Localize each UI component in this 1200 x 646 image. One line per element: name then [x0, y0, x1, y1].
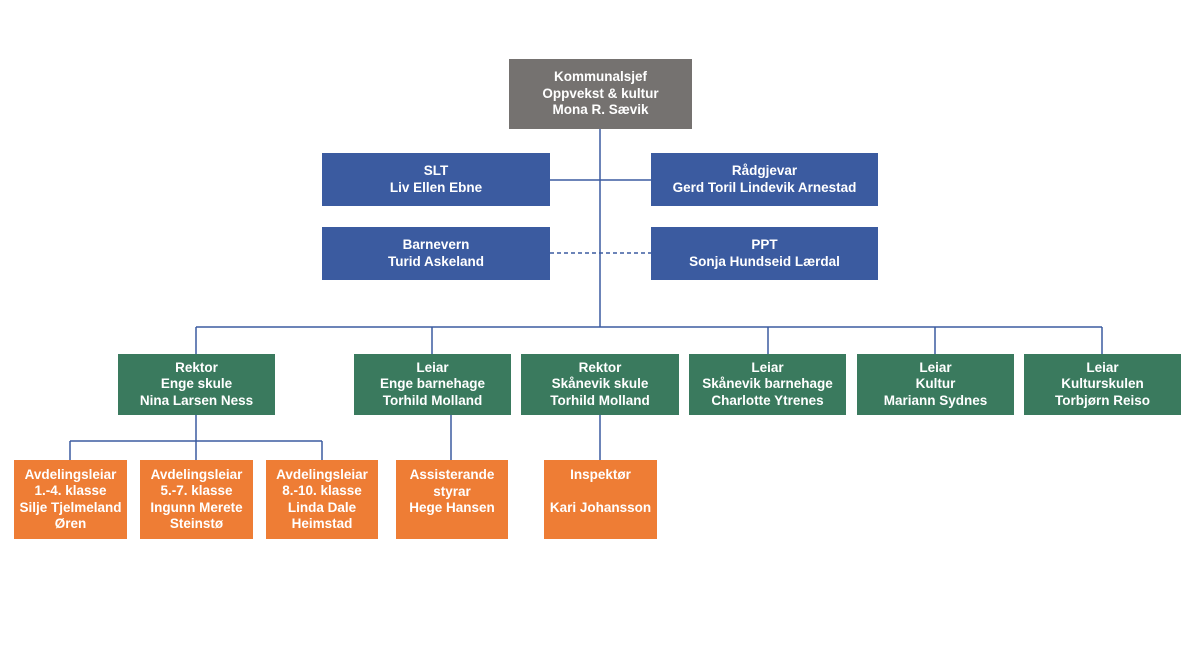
- box-ppt: PPT Sonja Hundseid Lærdal: [651, 227, 878, 280]
- sub-3-line-2: 8.-10. klasse: [282, 483, 362, 498]
- unit-2-line-3: Torhild Molland: [382, 392, 483, 408]
- box-ppt-line-1: PPT: [751, 237, 778, 252]
- box-sub-avdelingsleiar-8-10: Avdelingsleiar 8.-10. klasse Linda Dale …: [266, 460, 378, 539]
- unit-5-line-1: Leiar: [919, 359, 952, 375]
- sub-2-line-4: Steinstø: [169, 516, 224, 531]
- box-sub-inspektor: Inspektør Kari Johansson: [544, 460, 657, 539]
- unit-1-line-3: Nina Larsen Ness: [139, 392, 254, 408]
- unit-3-line-3: Torhild Molland: [550, 392, 650, 408]
- unit-6-line-2: Kulturskulen: [1061, 376, 1144, 392]
- unit-4-line-2: Skånevik barnehage: [702, 376, 833, 392]
- unit-3-line-2: Skånevik skule: [551, 376, 649, 392]
- sub-1-line-2: 1.-4. klasse: [34, 483, 107, 498]
- sub-2-line-3: Ingunn Merete: [150, 499, 243, 515]
- box-sub-avdelingsleiar-5-7: Avdelingsleiar 5.-7. klasse Ingunn Meret…: [140, 460, 253, 539]
- box-unit-enge-skule: Rektor Enge skule Nina Larsen Ness: [118, 354, 275, 415]
- unit-6-line-3: Torbjørn Reiso: [1054, 392, 1150, 408]
- sub-5-line-1: Inspektør: [570, 467, 631, 482]
- sub-1-line-4: Øren: [54, 516, 87, 531]
- sub-4-line-3: Hege Hansen: [409, 500, 495, 515]
- sub-2-line-2: 5.-7. klasse: [160, 483, 233, 498]
- sub-4-line-1: Assisterande: [409, 467, 495, 482]
- box-slt-line-2: Liv Ellen Ebne: [389, 179, 483, 195]
- unit-5-line-2: Kultur: [915, 376, 956, 392]
- box-sub-avdelingsleiar-1-4: Avdelingsleiar 1.-4. klasse Silje Tjelme…: [14, 460, 127, 539]
- box-sub-assisterande-styrar: Assisterande styrar Hege Hansen: [396, 460, 508, 539]
- sub-3-line-4: Heimstad: [291, 516, 353, 531]
- box-slt: SLT Liv Ellen Ebne: [322, 153, 550, 206]
- unit-4-line-1: Leiar: [751, 359, 784, 375]
- sub-5-line-3: Kari Johansson: [549, 500, 652, 515]
- box-kommunalsjef: Kommunalsjef Oppvekst & kultur Mona R. S…: [509, 59, 692, 129]
- unit-2-line-2: Enge barnehage: [379, 376, 486, 392]
- sub-1-line-3: Silje Tjelmeland: [19, 499, 122, 515]
- box-ppt-line-2: Sonja Hundseid Lærdal: [689, 253, 840, 269]
- box-radgjevar-line-2: Gerd Toril Lindevik Arnestad: [672, 179, 857, 195]
- sub-2-line-1: Avdelingsleiar: [150, 466, 243, 482]
- unit-4-line-3: Charlotte Ytrenes: [711, 392, 824, 408]
- unit-3-line-1: Rektor: [578, 359, 622, 375]
- box-unit-kulturskulen: Leiar Kulturskulen Torbjørn Reiso: [1024, 354, 1181, 415]
- unit-1-line-1: Rektor: [175, 359, 218, 375]
- box-unit-skanevik-barnehage: Leiar Skånevik barnehage Charlotte Ytren…: [689, 354, 846, 415]
- box-barnevern-line-1: Barnevern: [402, 237, 470, 252]
- sub-3-line-3: Linda Dale: [287, 499, 357, 515]
- box-unit-kultur: Leiar Kultur Mariann Sydnes: [857, 354, 1014, 415]
- box-unit-skanevik-skule: Rektor Skånevik skule Torhild Molland: [521, 354, 679, 415]
- unit-5-line-3: Mariann Sydnes: [883, 392, 988, 408]
- box-unit-enge-barnehage: Leiar Enge barnehage Torhild Molland: [354, 354, 511, 415]
- sub-4-line-2: styrar: [433, 483, 471, 499]
- box-kommunalsjef-line-1: Kommunalsjef: [553, 69, 648, 85]
- unit-1-line-2: Enge skule: [160, 376, 233, 392]
- unit-2-line-1: Leiar: [416, 359, 449, 375]
- sub-1-line-1: Avdelingsleiar: [24, 466, 117, 482]
- sub-3-line-1: Avdelingsleiar: [276, 466, 368, 482]
- box-barnevern: Barnevern Turid Askeland: [322, 227, 550, 280]
- box-barnevern-line-2: Turid Askeland: [387, 253, 485, 269]
- unit-6-line-1: Leiar: [1086, 359, 1119, 375]
- box-kommunalsjef-line-3: Mona R. Sævik: [552, 102, 649, 118]
- box-radgjevar-line-1: Rådgjevar: [731, 163, 798, 178]
- box-slt-line-1: SLT: [423, 163, 449, 178]
- box-kommunalsjef-line-2: Oppvekst & kultur: [542, 85, 659, 101]
- box-radgjevar: Rådgjevar Gerd Toril Lindevik Arnestad: [651, 153, 878, 206]
